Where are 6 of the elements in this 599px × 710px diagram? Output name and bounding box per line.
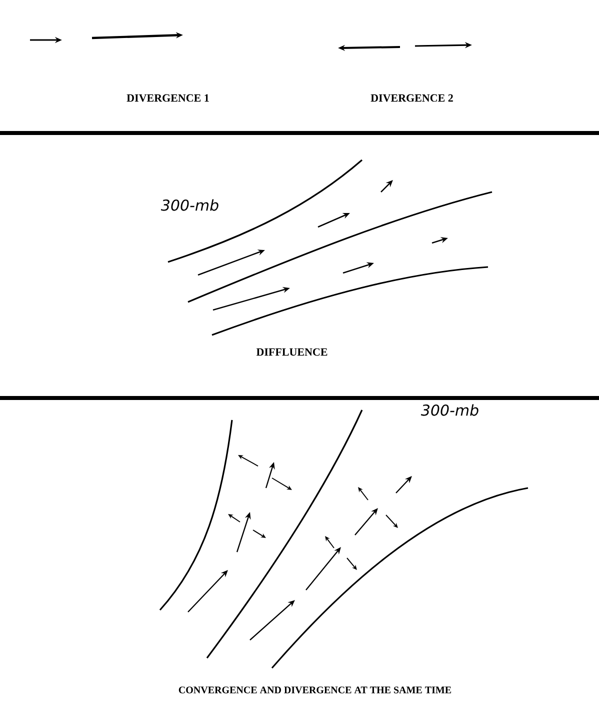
caption-label: DIFFLUENCE [256,348,328,356]
handwritten-label: 300-mb [160,199,218,211]
caption-label: DIVERGENCE 2 [370,94,453,102]
caption-label: CONVERGENCE AND DIVERGENCE AT THE SAME TIME [178,686,452,694]
handwritten-label: 300-mb [420,404,478,416]
caption-label: DIVERGENCE 1 [126,94,209,102]
